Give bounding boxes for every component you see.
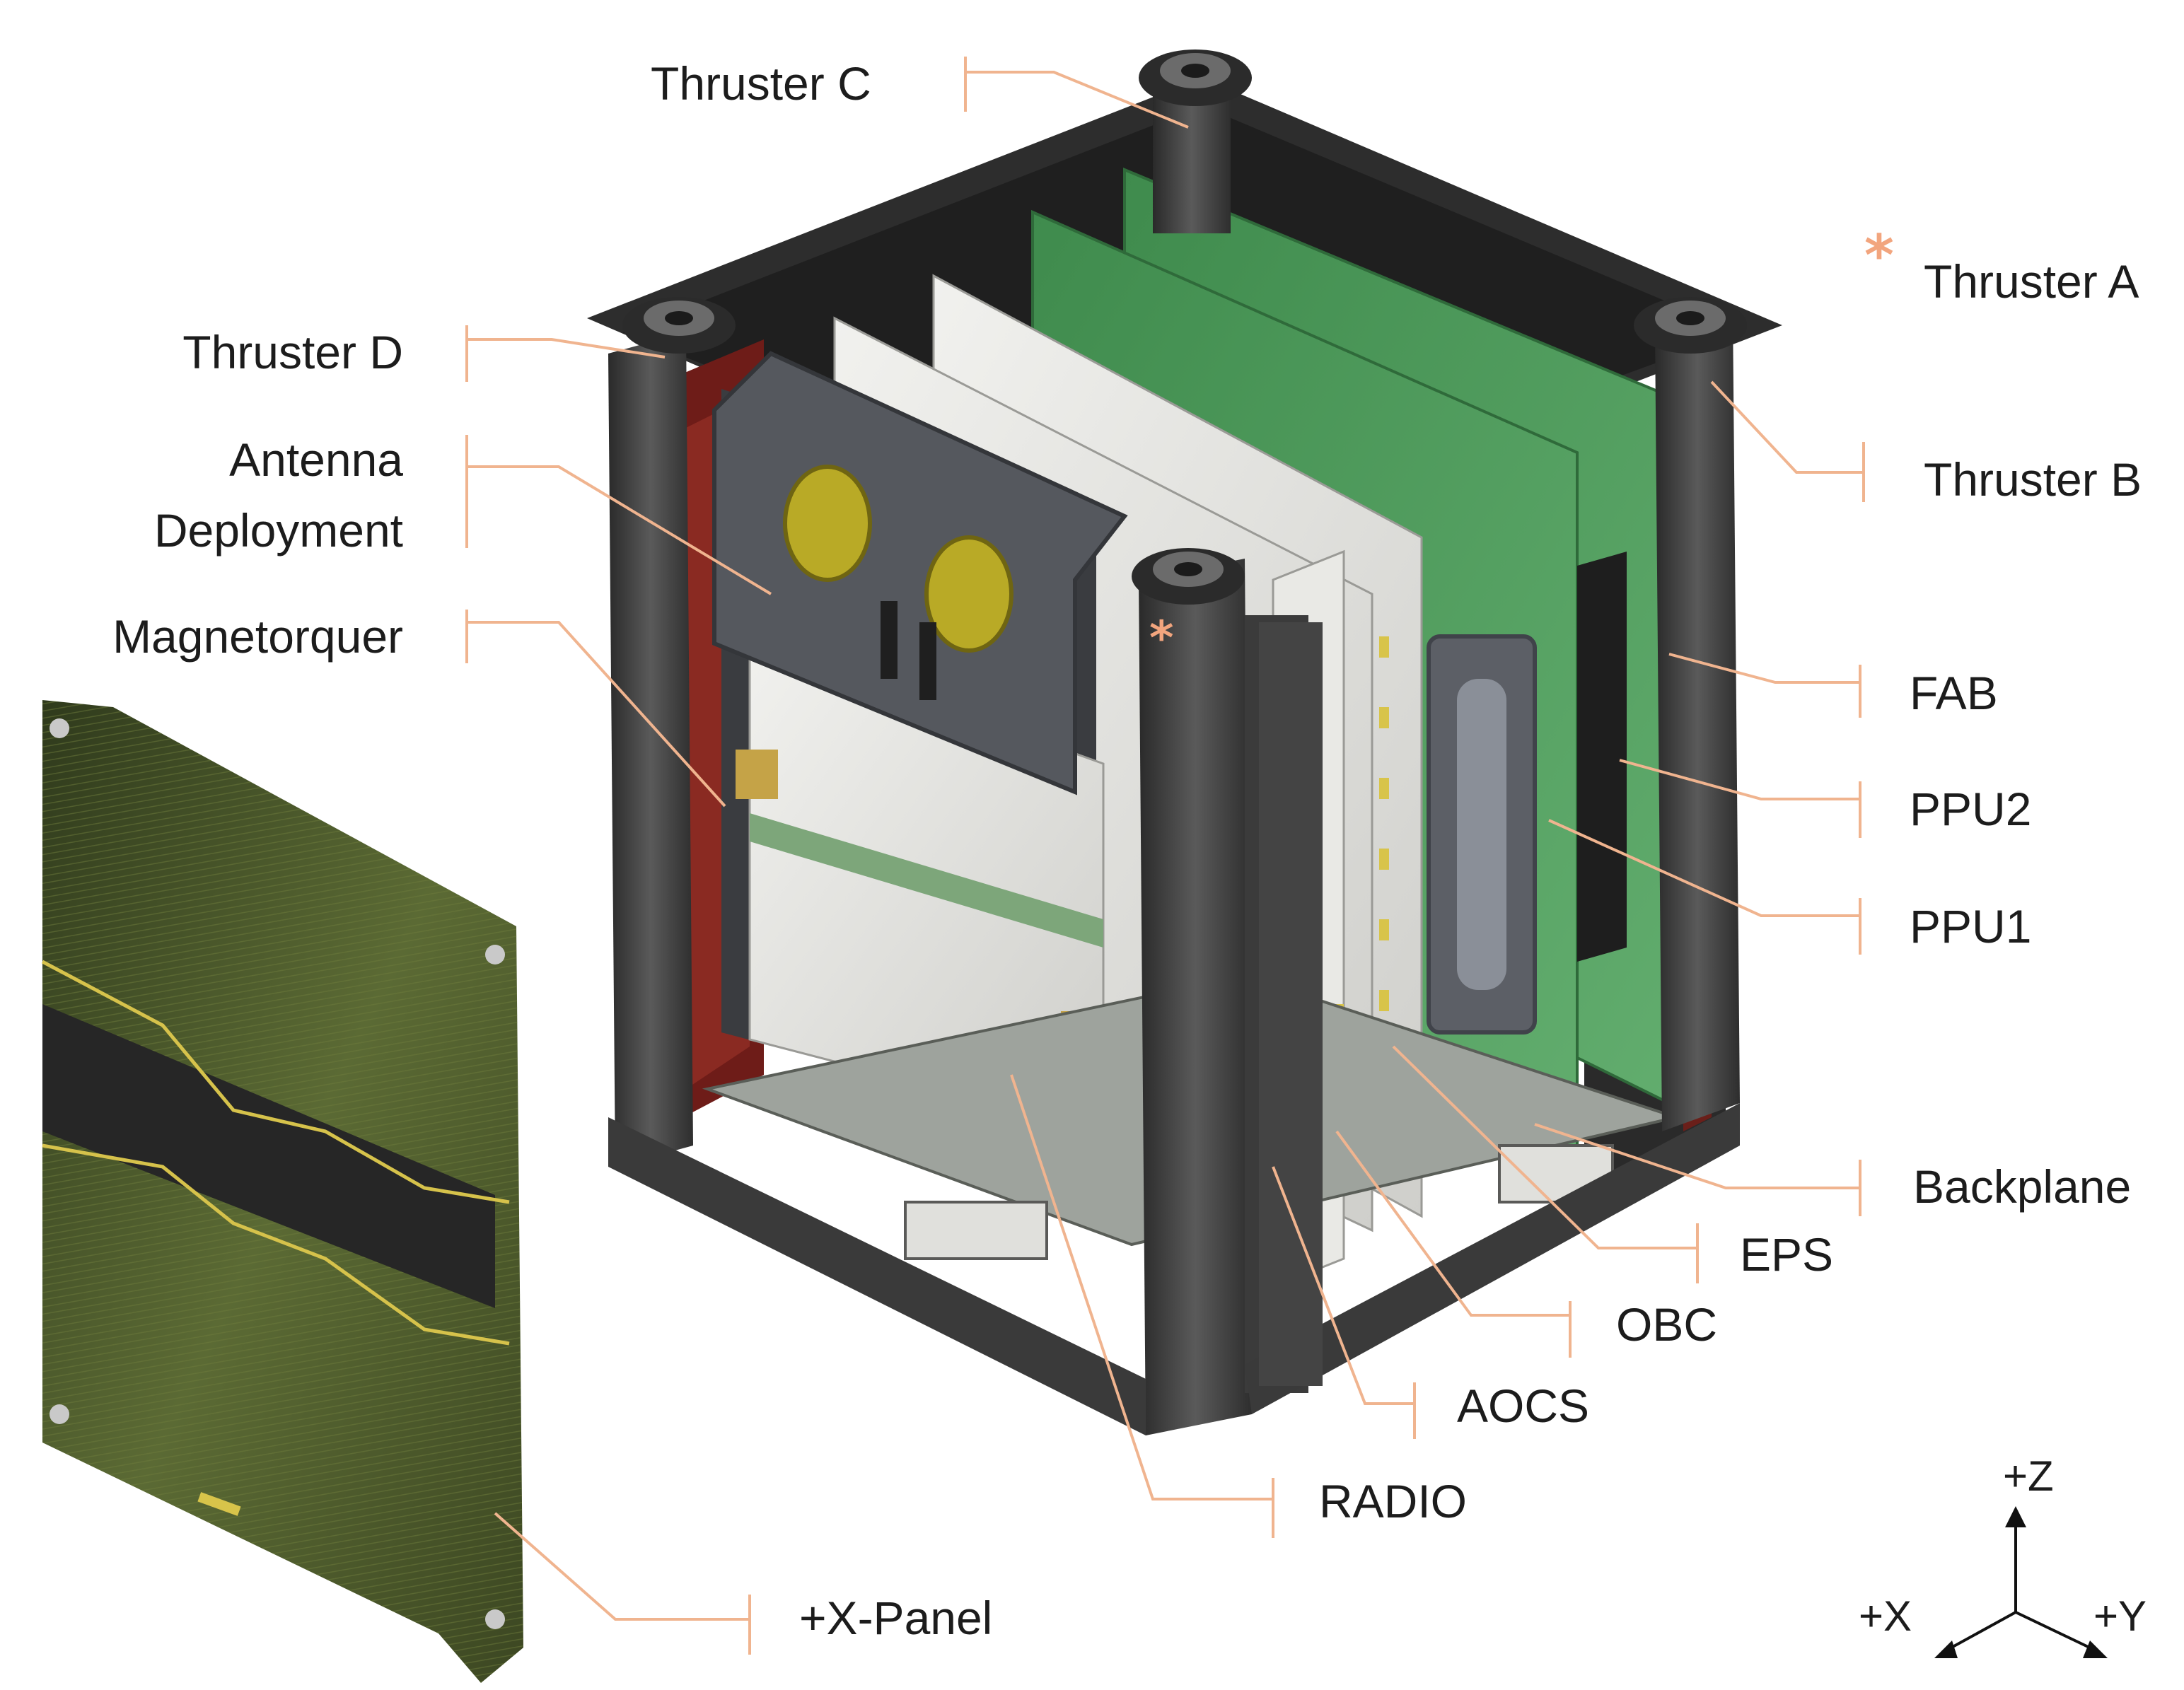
axis-triad (1934, 1506, 2108, 1658)
label-radio: RADIO (1319, 1475, 1468, 1527)
label-x-panel: +X-Panel (799, 1592, 993, 1644)
label-obc: OBC (1616, 1298, 1718, 1351)
corner-asterisk: * (1149, 611, 1174, 665)
thruster-a-head (1132, 548, 1245, 605)
thruster-b-head (1634, 297, 1747, 354)
thrusters (622, 49, 1747, 605)
label-eps: EPS (1740, 1228, 1834, 1281)
label-antenna-deployment-line2: Deployment (153, 504, 403, 556)
arrow-down-left-icon (1934, 1641, 1958, 1658)
frame-rails (608, 78, 1740, 1435)
thruster-a-asterisk: * (1864, 223, 1894, 289)
label-aocs: AOCS (1457, 1380, 1590, 1432)
arrow-up-icon (2005, 1506, 2026, 1527)
label-thruster-b: Thruster B (1924, 453, 2142, 506)
label-thruster-a: Thruster A (1924, 255, 2139, 308)
label-ppu2: PPU2 (1910, 783, 2032, 835)
label-thruster-c: Thruster C (651, 57, 871, 110)
thruster-d-head (622, 297, 736, 354)
axis-label-y: +Y (2093, 1592, 2147, 1640)
arrow-down-right-icon (2083, 1641, 2108, 1658)
label-antenna-deployment-line1: Antenna (229, 433, 403, 486)
axis-label-z: +Z (2003, 1452, 2054, 1500)
x-panel (41, 700, 523, 1683)
leader-lines (465, 57, 1865, 1655)
label-fab: FAB (1910, 667, 1998, 719)
radio-stack (712, 351, 1128, 1133)
label-thruster-d: Thruster D (182, 326, 403, 378)
label-ppu1: PPU1 (1910, 900, 2032, 952)
label-magnetorquer: Magnetorquer (112, 610, 403, 663)
thruster-c-head (1139, 49, 1252, 106)
axis-label-x: +X (1859, 1592, 1912, 1640)
label-backplane: Backplane (1913, 1160, 2132, 1213)
